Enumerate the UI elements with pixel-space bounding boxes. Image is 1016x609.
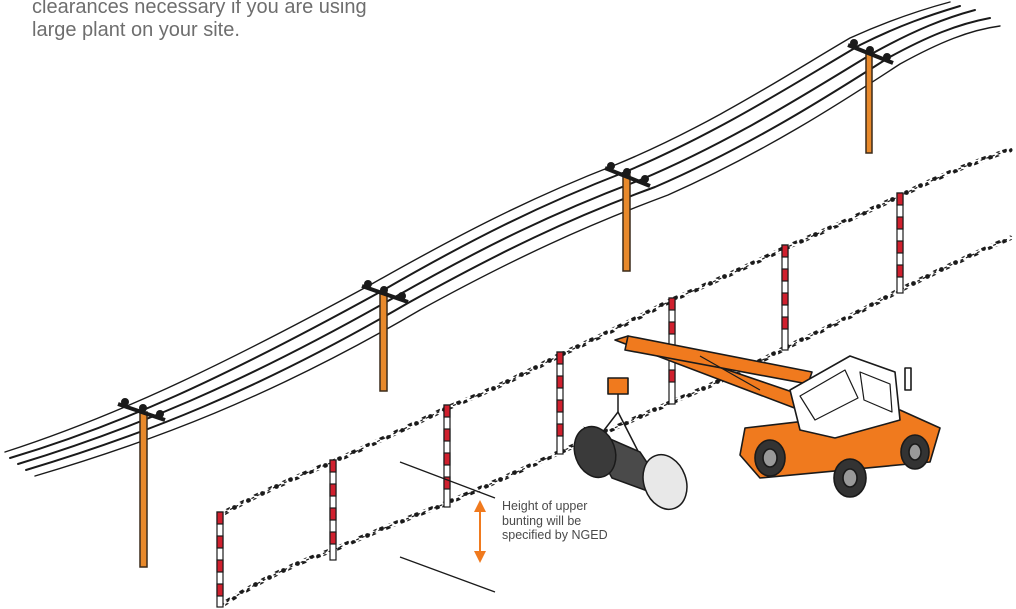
barrier-post-7: [897, 193, 903, 293]
barrier-post-1: [217, 512, 223, 607]
barrier-post-2: [330, 460, 336, 560]
barrier-post-4: [557, 352, 563, 454]
barrier-post-6: [782, 245, 788, 350]
barrier-post-3: [444, 405, 450, 507]
overhead-line-pole-2: [362, 280, 408, 391]
height-callout: Height of upper bunting will be specifie…: [502, 499, 652, 543]
callout-line-3: specified by NGED: [502, 528, 652, 543]
callout-line-1: Height of upper: [502, 499, 652, 514]
callout-line-2: bunting will be: [502, 514, 652, 529]
overhead-line-pole-4: [848, 39, 893, 153]
overhead-line-pole-1: [118, 398, 165, 567]
